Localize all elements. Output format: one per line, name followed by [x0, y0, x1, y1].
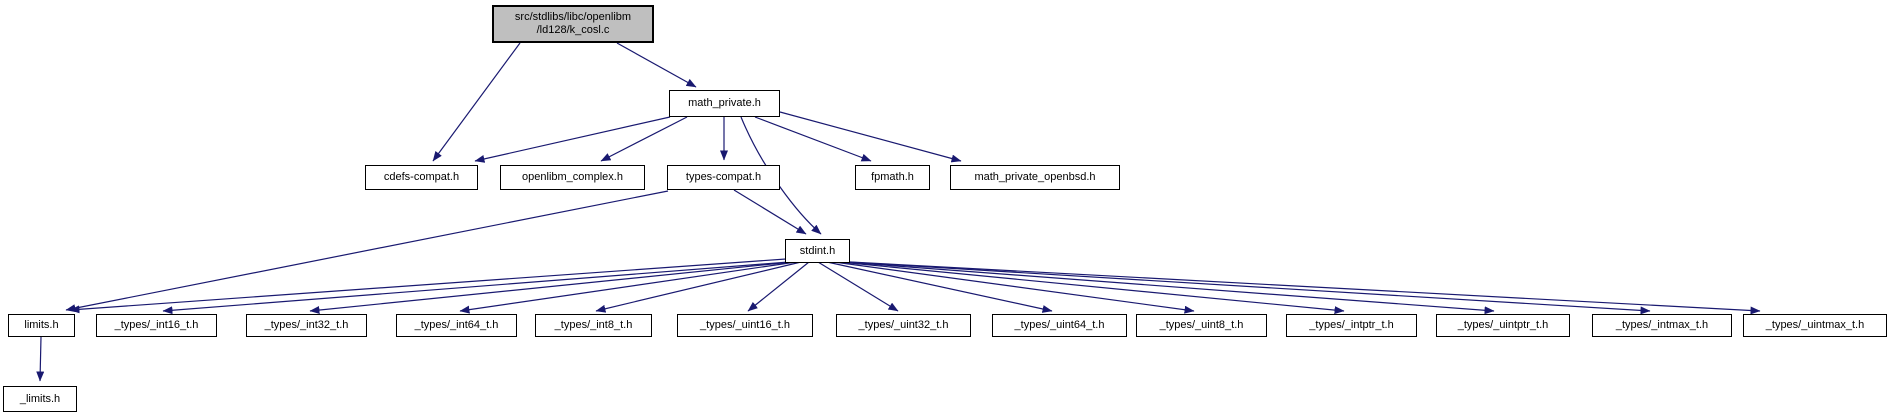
- graph-node-label: _types/_uint64_t.h: [1014, 319, 1105, 331]
- graph-node-label: _types/_uint8_t.h: [1159, 319, 1244, 331]
- graph-node-intmax[interactable]: _types/_intmax_t.h: [1592, 314, 1732, 337]
- edge-stdint-to-intmax: [846, 261, 1651, 315]
- graph-node-label: math_private_openbsd.h: [974, 171, 1096, 183]
- graph-node-label: stdint.h: [799, 244, 836, 257]
- graph-node-label: _types/_uintmax_t.h: [1765, 319, 1865, 331]
- graph-node-label: cdefs-compat.h: [383, 171, 460, 183]
- graph-node-openlibm_complex[interactable]: openlibm_complex.h: [500, 165, 645, 190]
- graph-node-limits[interactable]: limits.h: [8, 314, 75, 337]
- graph-node-stdint[interactable]: stdint.h: [785, 239, 850, 263]
- graph-node-label: fpmath.h: [871, 171, 914, 183]
- graph-node-label: _types/_intmax_t.h: [1615, 319, 1709, 331]
- graph-node-fpmath[interactable]: fpmath.h: [855, 165, 930, 190]
- graph-node-label: openlibm_complex.h: [522, 171, 623, 183]
- edge-math_private-to-openlibm_complex: [600, 116, 688, 162]
- edge-stdint-to-int16: [162, 261, 790, 315]
- graph-node-label: _types/_int32_t.h: [264, 319, 349, 331]
- edge-stdint-to-intptr: [838, 261, 1345, 315]
- graph-node-label: src/stdlibs/libc/openlibm: [514, 11, 632, 23]
- edge-math_private-to-cdefs_compat: [474, 116, 671, 163]
- graph-node-k_cosl: src/stdlibs/libc/openlibm/ld128/k_cosl.c: [492, 5, 654, 43]
- graph-node-types_compat[interactable]: types-compat.h: [667, 165, 780, 190]
- graph-node-uint32[interactable]: _types/_uint32_t.h: [836, 314, 971, 337]
- edge-stdint-to-uint32: [817, 261, 899, 312]
- graph-node-uintmax[interactable]: _types/_uintmax_t.h: [1743, 314, 1887, 337]
- edge-stdint-to-int64: [459, 261, 797, 314]
- edge-stdint-to-uint16: [747, 261, 810, 312]
- edge-limits-to-_limits: [36, 336, 45, 382]
- graph-node-label: _types/_int8_t.h: [554, 319, 633, 331]
- graph-node-math_private[interactable]: math_private.h: [669, 90, 780, 117]
- graph-node-label: _types/_uint32_t.h: [858, 319, 949, 331]
- graph-node-label: limits.h: [24, 319, 59, 331]
- graph-node-uint16[interactable]: _types/_uint16_t.h: [677, 314, 813, 337]
- graph-node-label: _limits.h: [19, 392, 61, 405]
- graph-node-int32[interactable]: _types/_int32_t.h: [246, 314, 367, 337]
- graph-node-label: /ld128/k_cosl.c: [536, 24, 610, 36]
- edge-stdint-to-int32: [309, 261, 793, 315]
- edge-math_private-to-fpmath: [754, 116, 872, 162]
- graph-node-uintptr[interactable]: _types/_uintptr_t.h: [1436, 314, 1570, 337]
- graph-node-uint8[interactable]: _types/_uint8_t.h: [1136, 314, 1267, 337]
- graph-node-label: math_private.h: [688, 97, 761, 109]
- edge-stdint-to-uint8: [833, 261, 1195, 314]
- graph-node-int64[interactable]: _types/_int64_t.h: [396, 314, 517, 337]
- edge-stdint-to-int8: [595, 261, 802, 313]
- graph-node-label: _types/_int64_t.h: [414, 319, 499, 331]
- edge-k_cosl-to-cdefs_compat: [432, 42, 521, 162]
- edge-k_cosl-to-math_private: [616, 42, 697, 88]
- graph-node-int16[interactable]: _types/_int16_t.h: [96, 314, 217, 337]
- graph-node-label: _types/_intptr_t.h: [1309, 319, 1394, 331]
- graph-node-label: _types/_uint16_t.h: [700, 319, 790, 331]
- edge-math_private-to-math_private_openbsd: [779, 111, 962, 163]
- edge-types_compat-to-stdint: [733, 189, 807, 235]
- graph-node-int8[interactable]: _types/_int8_t.h: [535, 314, 652, 337]
- graph-node-math_private_openbsd[interactable]: math_private_openbsd.h: [950, 165, 1120, 190]
- graph-node-label: _types/_int16_t.h: [114, 319, 199, 331]
- edge-stdint-to-limits: [69, 258, 787, 314]
- graph-node-intptr[interactable]: _types/_intptr_t.h: [1286, 314, 1417, 337]
- graph-node-uint64[interactable]: _types/_uint64_t.h: [992, 314, 1127, 337]
- graph-node-cdefs_compat[interactable]: cdefs-compat.h: [365, 165, 478, 190]
- edge-types_compat-to-limits: [65, 190, 669, 313]
- graph-node-label: _types/_uintptr_t.h: [1457, 319, 1549, 331]
- graph-node-label: types-compat.h: [685, 171, 762, 183]
- edge-stdint-to-uintptr: [842, 261, 1495, 315]
- edge-stdint-to-uint64: [826, 261, 1053, 313]
- graph-node-_limits[interactable]: _limits.h: [3, 386, 77, 412]
- edge-stdint-to-uintmax: [849, 261, 1761, 315]
